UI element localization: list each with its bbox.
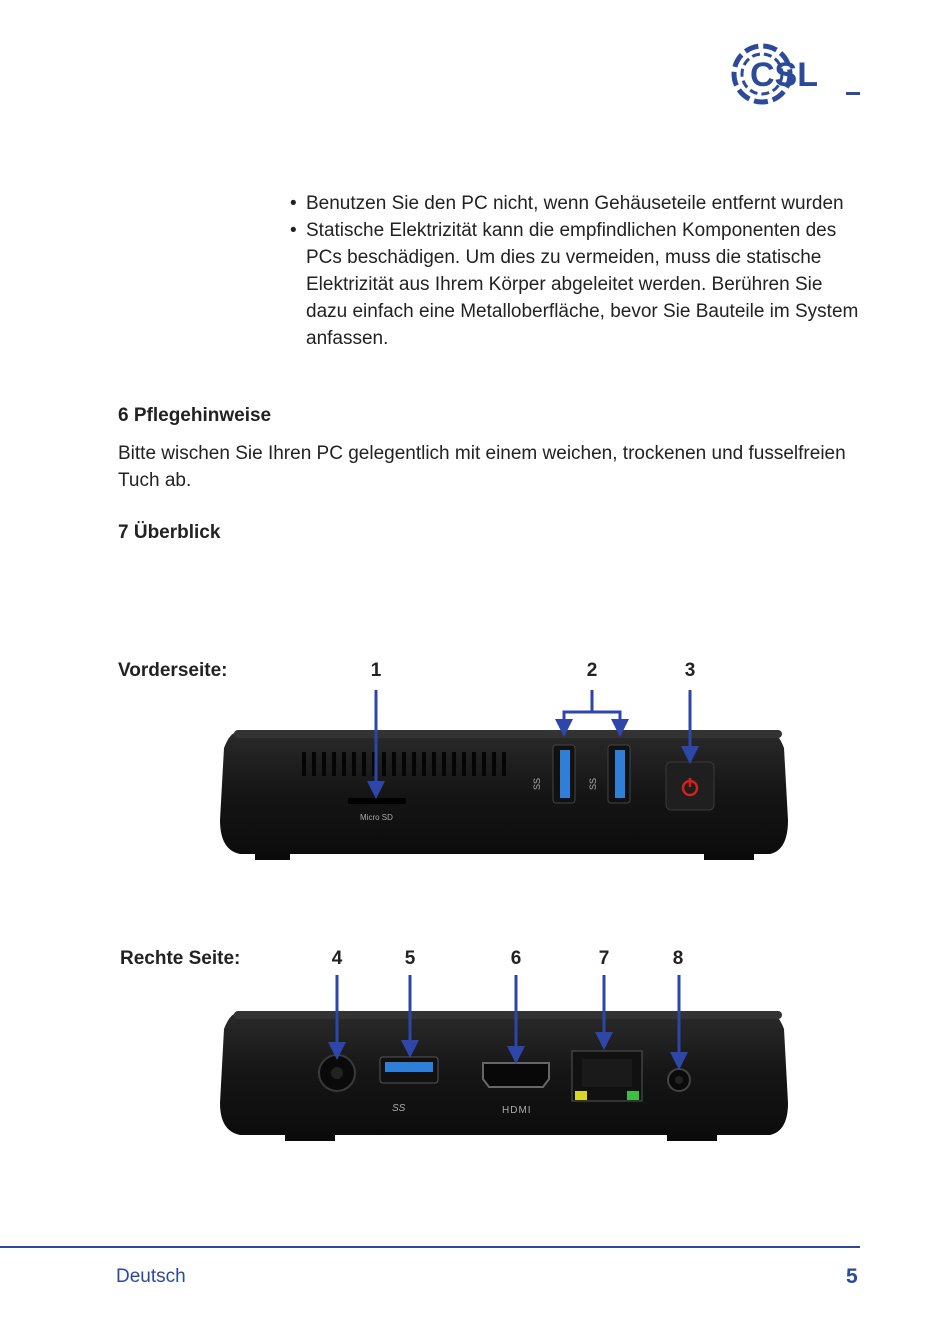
usb-ss-label-front-1: SS (532, 778, 542, 790)
microsd-label: Micro SD (360, 813, 393, 822)
safety-bullet-list: Benutzen Sie den PC nicht, wenn Gehäuset… (290, 190, 865, 352)
front-panel-illustration: Micro SD SS SS (220, 690, 788, 860)
usb-ss-label-side: SS (392, 1103, 406, 1114)
callout-number-3: 3 (684, 660, 696, 681)
front-view-label: Vorderseite: (118, 660, 228, 681)
csl-logo: CSL (731, 43, 860, 105)
callout-number-2: 2 (586, 660, 598, 681)
audio-jack (667, 1068, 691, 1092)
section-6-heading: 6 Pflegehinweise (118, 405, 272, 426)
footer-rule (0, 1246, 860, 1248)
usb-ss-label-front-2: SS (588, 778, 598, 790)
power-button (665, 761, 715, 811)
page-number: 5 (846, 1265, 858, 1288)
dc-power-jack (318, 1054, 356, 1092)
usb-port-front-1 (552, 744, 576, 804)
right-panel-illustration: SS HDMI (220, 975, 788, 1141)
section-6-text: Bitte wischen Sie Ihren PC gelegentlich … (118, 443, 846, 491)
callout-number-5: 5 (404, 948, 416, 969)
usb-port-front-2 (607, 744, 631, 804)
callout-number-1: 1 (370, 660, 382, 681)
callout-number-6: 6 (510, 948, 522, 969)
callout-number-8: 8 (672, 948, 684, 969)
ethernet-port (571, 1050, 643, 1102)
logo-text: CSL (750, 56, 818, 94)
section-7-heading: 7 Überblick (118, 522, 221, 543)
bullet-item: Statische Elektrizität kann die empfindl… (290, 217, 865, 352)
hdmi-label: HDMI (502, 1105, 532, 1116)
arrow-2 (555, 710, 629, 737)
vent-slots (302, 752, 506, 776)
right-view-label: Rechte Seite: (120, 948, 241, 969)
callout-number-4: 4 (331, 948, 343, 969)
bullet-item: Benutzen Sie den PC nicht, wenn Gehäuset… (290, 190, 865, 217)
footer-language: Deutsch (116, 1266, 186, 1287)
hdmi-port (482, 1062, 550, 1088)
microsd-slot (348, 798, 406, 804)
usb-port-side (379, 1056, 439, 1084)
callout-number-7: 7 (598, 948, 610, 969)
